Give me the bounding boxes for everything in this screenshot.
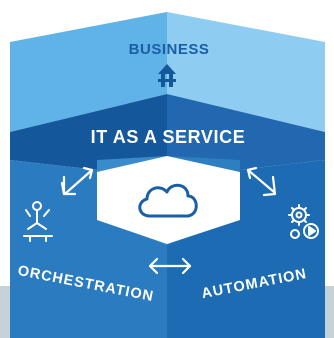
it-as-a-service-label: IT AS A SERVICE bbox=[91, 127, 246, 147]
gears-play-icon bbox=[288, 204, 319, 239]
double-arrow-left-icon bbox=[60, 166, 94, 196]
service-band-left bbox=[10, 94, 167, 178]
center-hexagon bbox=[97, 156, 240, 244]
person-meditating-icon bbox=[23, 201, 53, 242]
business-layer-right bbox=[167, 12, 325, 132]
service-band-right bbox=[167, 94, 325, 178]
cloud-icon bbox=[138, 183, 198, 218]
business-layer-left bbox=[10, 12, 167, 132]
double-arrow-bottom-icon bbox=[148, 257, 192, 275]
business-label: BUSINESS bbox=[129, 41, 210, 58]
double-arrow-right-icon bbox=[246, 166, 277, 197]
house-up-arrow-icon bbox=[158, 64, 176, 87]
